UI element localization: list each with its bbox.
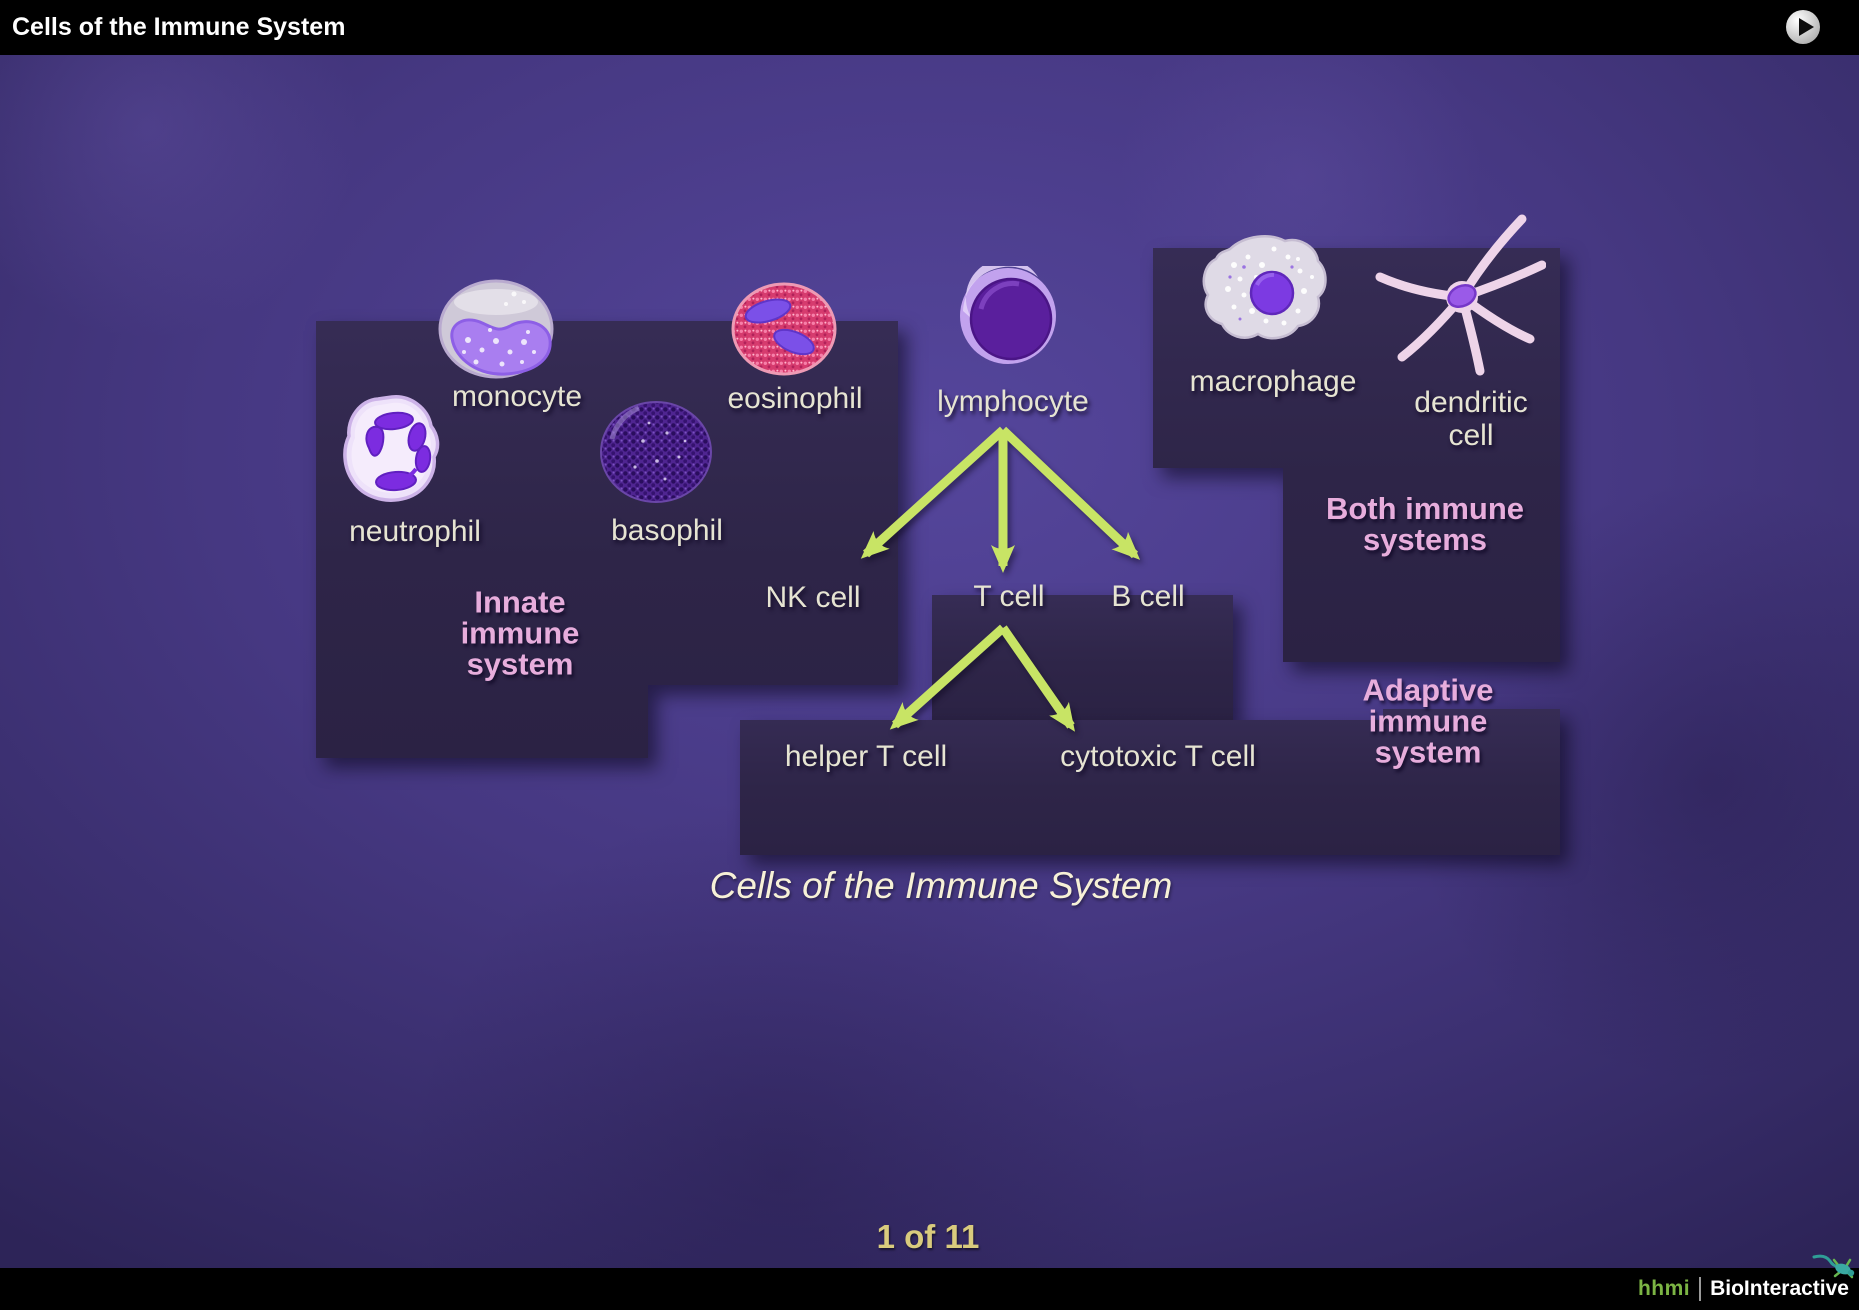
- monocyte-illustration: [438, 279, 554, 379]
- eosinophil-illustration: [731, 282, 837, 376]
- lizard-icon: [1812, 1254, 1855, 1279]
- label-b-cell: B cell: [1111, 580, 1185, 613]
- innate-line2: immune: [460, 615, 580, 651]
- hhmi-wordmark: hhmi: [1637, 1277, 1691, 1300]
- adaptive-line1: Adaptive: [1362, 672, 1494, 708]
- innate-line1: Innate: [474, 584, 566, 620]
- label-lymphocyte: lymphocyte: [937, 385, 1089, 418]
- label-monocyte: monocyte: [451, 380, 583, 413]
- adaptive-line3: system: [1374, 734, 1482, 770]
- label-dendritic-cell: dendritic cell: [1414, 386, 1527, 452]
- label-eosinophil: eosinophil: [727, 382, 863, 415]
- adaptive-immune-panel: [740, 709, 1560, 855]
- innate-line3: system: [466, 646, 574, 682]
- dendritic-cell-illustration: [1375, 214, 1546, 376]
- lymphocyte-illustration: [960, 266, 1056, 364]
- label-t-cell: T cell: [973, 580, 1045, 613]
- label-dendritic-line2: cell: [1448, 419, 1494, 452]
- play-button[interactable]: [1786, 10, 1820, 44]
- label-basophil: basophil: [611, 514, 723, 547]
- page-indicator: 1 of 11: [876, 1218, 980, 1255]
- biointeractive-wordmark: BioInteractive: [1710, 1277, 1849, 1300]
- label-macrophage: macrophage: [1189, 365, 1357, 398]
- label-dendritic-line1: dendritic: [1414, 386, 1528, 419]
- adaptive-line2: immune: [1368, 703, 1488, 739]
- label-cytotoxic-t-cell: cytotoxic T cell: [1060, 740, 1256, 773]
- footer-bar: hhmi BioInteractive: [0, 1268, 1859, 1310]
- label-helper-t-cell: helper T cell: [784, 740, 948, 773]
- play-icon: [1799, 18, 1814, 36]
- macrophage-illustration: [1202, 235, 1327, 340]
- label-both-immune-systems: Both immune systems: [1326, 493, 1524, 555]
- label-adaptive-immune-system: Adaptive immune system: [1363, 675, 1494, 768]
- slide-stage: [0, 55, 1859, 1268]
- basophil-illustration: [600, 401, 712, 503]
- both-line1: Both immune: [1325, 491, 1525, 526]
- hhmi-biointeractive-logo: hhmi BioInteractive: [1638, 1268, 1849, 1310]
- both-line2: systems: [1362, 522, 1488, 557]
- label-nk-cell: NK cell: [765, 581, 861, 614]
- label-innate-immune-system: Innate immune system: [461, 587, 580, 680]
- logo-divider: [1699, 1277, 1702, 1301]
- slide-caption: Cells of the Immune System: [709, 865, 1173, 906]
- window-title: Cells of the Immune System: [12, 13, 346, 41]
- neutrophil-illustration: [343, 395, 440, 502]
- innate-immune-panel: [316, 321, 898, 758]
- label-neutrophil: neutrophil: [349, 515, 481, 548]
- title-bar: Cells of the Immune System: [0, 0, 1859, 55]
